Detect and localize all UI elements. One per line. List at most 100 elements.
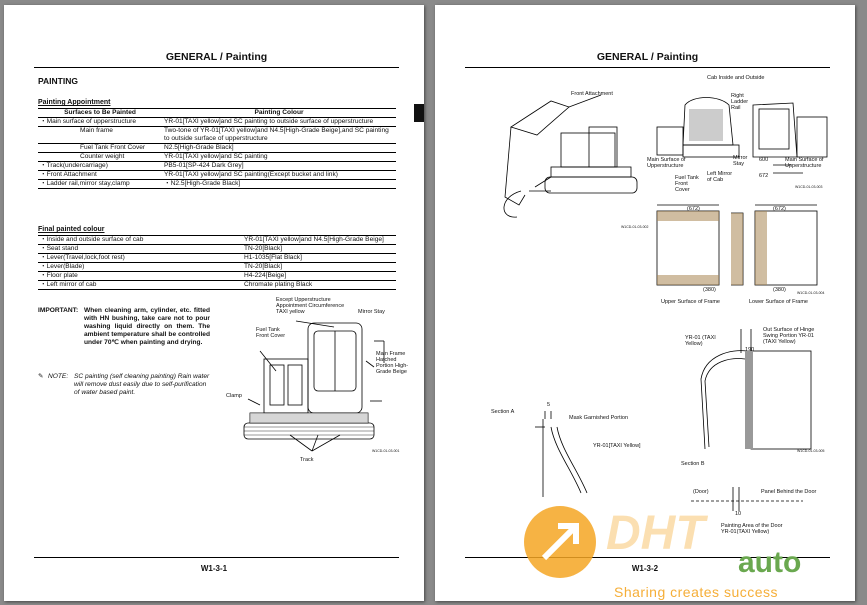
label-upper-frame: Upper Surface of Frame <box>661 299 720 305</box>
figure-code: W1CD-01-03-003 <box>795 185 823 189</box>
table-cell: PB5-01[SP-424 Dark Grey] <box>162 161 396 171</box>
page-number: W1-3-2 <box>631 564 659 573</box>
table-header-row: Surfaces to Be Painted Painting Colour <box>38 108 396 118</box>
table-cell: Counter weight <box>38 152 162 162</box>
section-b-figure <box>691 487 803 511</box>
table-cell: ・Front Attachment <box>38 170 162 180</box>
label-dim-380-a: (380) <box>703 287 716 293</box>
note-text: SC painting (self cleaning painting) Rai… <box>74 373 210 396</box>
table-row: ・Lever(Blade)TN-20[Black] <box>38 262 396 272</box>
label-out-surface-hinge: Out Surface of Hinge Swing Portion YR-01… <box>763 327 815 345</box>
table-row: ・Ladder rail,mirror stay,clamp・N2.5[High… <box>38 179 396 189</box>
figure-code: W1CD-01-03-002 <box>621 225 649 229</box>
label-main-surface-right: Main Surface of Upperstructure <box>785 157 824 169</box>
table-row: ・Lever(Travel,lock,foot rest)H1-1035[Fla… <box>38 253 396 263</box>
table-cell: YR-01[TAXI yellow]and SC painting(Except… <box>162 170 396 180</box>
table-cell: ・N2.5[High-Grade Black] <box>162 179 396 189</box>
label-cab-inside-outside: Cab Inside and Outside <box>707 75 765 81</box>
label-right-ladder-rail: Right Ladder Rail <box>731 93 749 111</box>
table-cell: ・Lever(Travel,lock,foot rest) <box>38 253 242 263</box>
important-label: IMPORTANT: <box>38 307 79 314</box>
label-mask-garnished: Mask Garnished Portion <box>569 415 628 421</box>
table-cell: ・Lever(Blade) <box>38 262 242 272</box>
label-dim-5: 5 <box>547 402 551 408</box>
label-fuel-tank-front-cover: Fuel Tank Front Cover <box>256 327 286 339</box>
column-header: Surfaces to Be Painted <box>38 108 162 118</box>
section-tab-marker <box>414 104 424 122</box>
label-front-attachment: Front Attachment <box>571 91 613 97</box>
label-mirror-stay: Mirror Stay <box>733 155 748 167</box>
excavator-side-figure <box>503 94 638 218</box>
table-cell: Main frame <box>38 126 162 144</box>
header-rule <box>465 67 830 68</box>
footer-rule <box>34 557 399 558</box>
table-cell: YR-01[TAXI yellow]and SC painting <box>162 152 396 162</box>
label-dim-672-a: (672) <box>687 206 700 212</box>
table-cell: H1-1035[Flat Black] <box>242 253 396 263</box>
right-page: GENERAL / Painting Front Attachment W1CD… <box>435 5 855 601</box>
note-label: NOTE: <box>48 373 69 380</box>
table-cell: TN-20[Black] <box>242 244 396 254</box>
label-track: Track <box>300 457 314 463</box>
table-cell: ・Main surface of upperstructure <box>38 117 162 127</box>
page-header: GENERAL / Painting <box>165 51 268 63</box>
watermark-brand: auto <box>738 546 802 579</box>
table-cell: ・Seat stand <box>38 244 242 254</box>
label-yr01-taxi-yellow: YR-01[TAXI Yellow] <box>593 443 641 449</box>
column-header: Painting Colour <box>162 108 396 118</box>
label-left-mirror: Left Mirror of Cab <box>707 171 733 183</box>
table-cell: ・Track(undercarriage) <box>38 161 162 171</box>
label-dim-190: 190 <box>745 347 755 353</box>
important-text: When cleaning arm, cylinder, etc. fitted… <box>84 307 210 346</box>
label-mirror-stay: Mirror Stay <box>358 309 385 315</box>
left-page: GENERAL / Painting PAINTING Painting App… <box>4 5 424 601</box>
label-painting-area-door: Painting Area of the Door YR-01(TAXI Yel… <box>721 523 783 535</box>
frame-surfaces-figure <box>656 204 818 286</box>
label-lower-frame: Lower Surface of Frame <box>749 299 808 305</box>
label-yr01: YR-01 (TAXI Yellow) <box>685 335 716 347</box>
label-panel-behind-door: Panel Behind the Door <box>761 489 817 495</box>
figure-code: W1CD-01-03-005 <box>797 449 825 453</box>
watermark-logo-icon <box>524 506 596 578</box>
label-dim-600: 600 <box>759 157 769 163</box>
page-header: GENERAL / Painting <box>596 51 699 63</box>
label-door: (Door) <box>693 489 709 495</box>
label-main-frame: Main Frame Hatched Portion High-Grade Be… <box>376 351 409 375</box>
table-row: ・Track(undercarriage)PB5-01[SP-424 Dark … <box>38 161 396 171</box>
table-cell: ・Ladder rail,mirror stay,clamp <box>38 179 162 189</box>
appointment-table: Surfaces to Be Painted Painting Colour ・… <box>38 108 396 189</box>
cab-views-figure <box>656 97 828 174</box>
cab-hinge-figure <box>700 329 812 450</box>
appointment-title: Painting Appointment <box>38 99 111 106</box>
watermark-dht-icon: DHT <box>606 507 705 560</box>
watermark: DHT auto Sharing creates success <box>518 500 858 600</box>
table-cell: ・Inside and outside surface of cab <box>38 235 242 245</box>
table-cell: YR-01[TAXI yellow]and SC painting to out… <box>162 117 396 127</box>
label-dim-672: 672 <box>759 173 769 179</box>
section-title: PAINTING <box>38 76 78 86</box>
table-cell: TN-20[Black] <box>242 262 396 272</box>
table-cell: H4-224[Beige] <box>242 271 396 281</box>
note-icon: ✎ <box>38 373 44 380</box>
label-section-a: Section A <box>491 409 515 415</box>
table-cell: ・Floor plate <box>38 271 242 281</box>
final-colour-title: Final painted colour <box>38 226 105 233</box>
figure-code: W1CD-01-03-004 <box>797 291 825 295</box>
label-dim-672-b: (672) <box>773 206 786 212</box>
excavator-rear-figure <box>243 320 385 452</box>
label-main-surface-left: Main Surface of Upperstructure <box>647 157 686 169</box>
label-dim-380-b: (380) <box>773 287 786 293</box>
label-except-upperstructure: Except Upperstructure Appointment Circum… <box>276 297 345 315</box>
label-fuel-tank: Fuel Tank Front Cover <box>675 175 699 193</box>
table-cell: YR-01[TAXI yellow]and N4.5[High-Grade Be… <box>242 235 396 245</box>
section-a-figure <box>535 411 588 497</box>
header-rule <box>34 67 399 68</box>
